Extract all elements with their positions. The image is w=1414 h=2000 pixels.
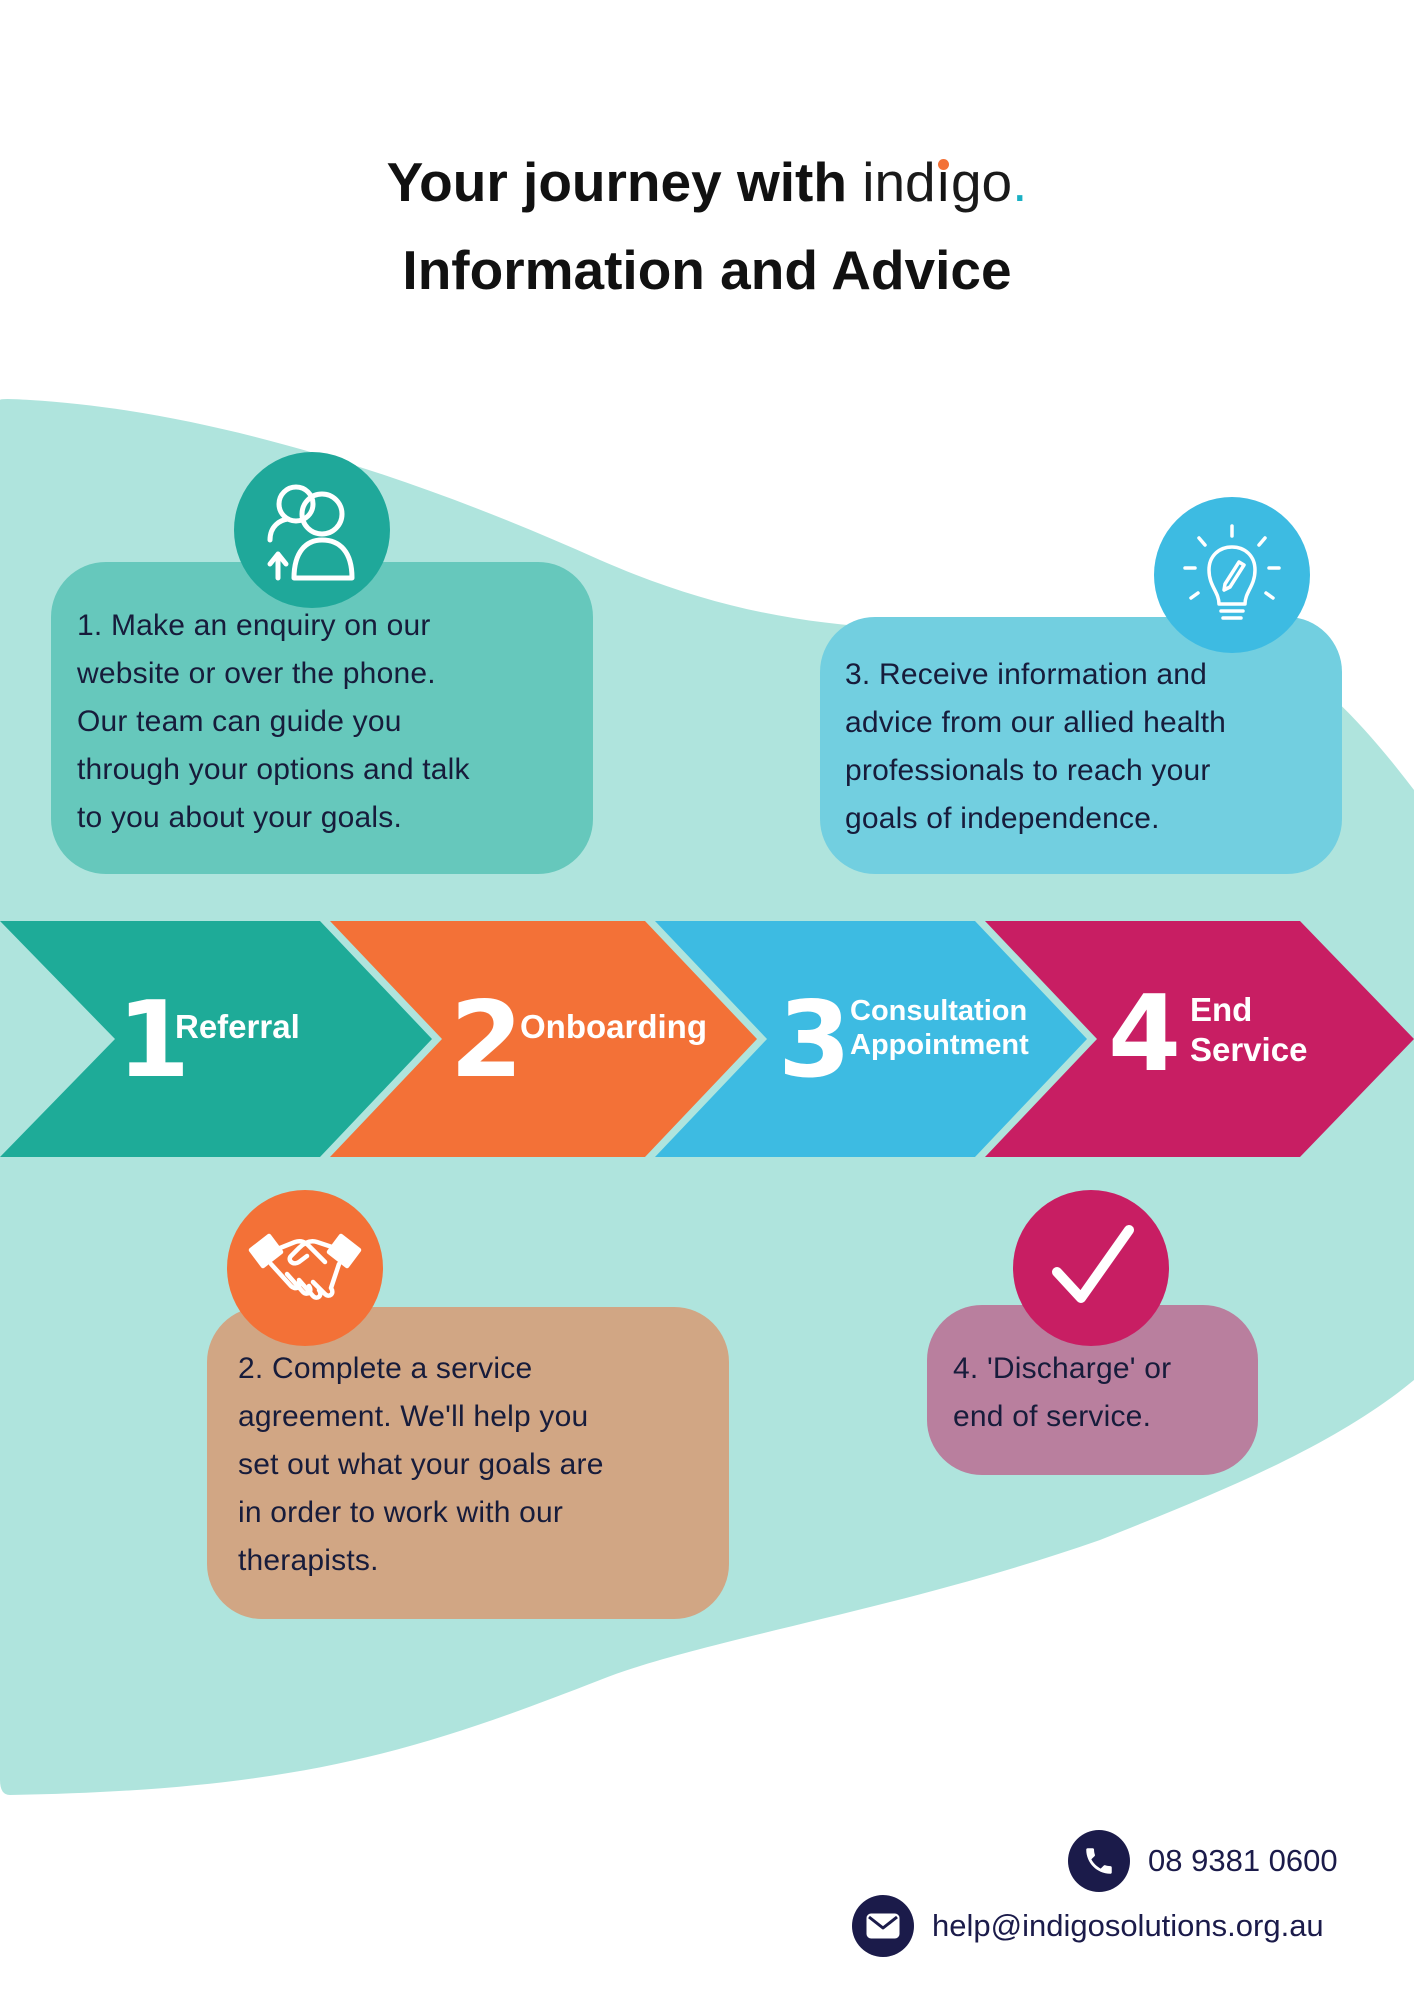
enquiry-line: through your options and talk [77, 753, 470, 786]
agreement-card: 2. Complete a service agreement. We'll h… [207, 1307, 729, 1619]
handshake-icon [227, 1190, 383, 1346]
phone-icon [1068, 1830, 1130, 1892]
step-2-label: Onboarding [520, 1008, 707, 1045]
step-2-number: 2 [450, 979, 524, 1101]
enquiry-line: 1. Make an enquiry on our [77, 609, 431, 642]
step-3-chevron [655, 921, 1087, 1157]
step-1-chevron [0, 921, 432, 1157]
step-2-chevron [330, 921, 757, 1157]
step-3-number: 3 [778, 979, 852, 1101]
enquiry-line: Our team can guide you [77, 705, 402, 738]
step-3-label-line: Appointment [850, 1029, 1029, 1061]
agreement-line: in order to work with our [238, 1496, 564, 1529]
step-4-chevron [985, 921, 1414, 1157]
advice-line: advice from our allied health [845, 706, 1227, 739]
step-3-label: Consultation Appointment [850, 994, 1029, 1062]
process-chevrons [0, 921, 1414, 1157]
enquiry-card: 1. Make an enquiry on our website or ove… [51, 562, 593, 874]
step-4-number: 4 [1108, 973, 1182, 1095]
phone-contact[interactable]: 08 9381 0600 [1068, 1830, 1338, 1892]
agreement-line: therapists. [238, 1544, 379, 1577]
lightbulb-icon [1154, 497, 1310, 653]
discharge-line: end of service. [953, 1400, 1152, 1433]
email-contact[interactable]: help@indigosolutions.org.au [852, 1895, 1324, 1957]
enquiry-line: to you about your goals. [77, 801, 403, 834]
advice-line: professionals to reach your [845, 754, 1211, 787]
step-4-label: End Service [1190, 990, 1307, 1070]
page-subtitle: Information and Advice [402, 239, 1012, 301]
email-address: help@indigosolutions.org.au [932, 1908, 1324, 1943]
advice-card: 3. Receive information and advice from o… [820, 617, 1342, 874]
title-prefix: Your journey with [386, 151, 847, 213]
users-icon [234, 452, 390, 608]
checkmark-icon [1013, 1190, 1169, 1346]
agreement-line: 2. Complete a service [238, 1352, 533, 1385]
brand-dot: . [1012, 151, 1028, 213]
step-1-label: Referral [175, 1008, 300, 1045]
enquiry-line: website or over the phone. [77, 657, 436, 690]
advice-line: 3. Receive information and [845, 658, 1208, 691]
advice-line: goals of independence. [845, 802, 1160, 835]
step-3-label-line: Consultation [850, 995, 1028, 1027]
step-1-number: 1 [117, 979, 191, 1101]
step-4-label-line: End [1190, 991, 1253, 1028]
discharge-line: 4. 'Discharge' or [953, 1352, 1172, 1385]
agreement-line: agreement. We'll help you [238, 1400, 589, 1433]
step-4-label-line: Service [1190, 1031, 1308, 1068]
mail-icon [852, 1895, 914, 1957]
phone-number: 08 9381 0600 [1148, 1843, 1338, 1878]
agreement-line: set out what your goals are [238, 1448, 604, 1481]
